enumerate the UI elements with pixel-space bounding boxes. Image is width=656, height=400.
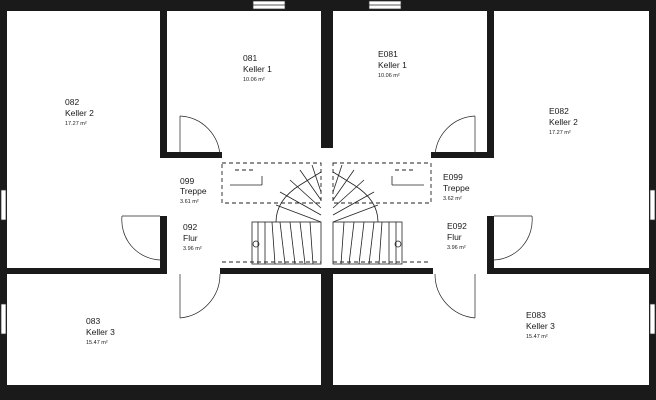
room-name: Keller 3 <box>526 321 555 331</box>
stair-outlines <box>221 162 432 263</box>
room-number: 082 <box>65 97 79 107</box>
room-area: 17.27 m² <box>65 121 87 127</box>
room-area: 10.06 m² <box>378 73 400 79</box>
room-number: E099 <box>443 172 463 182</box>
room-area: 15.47 m² <box>526 334 548 340</box>
room-083: 083 Keller 3 15.47 m² <box>86 316 115 346</box>
room-name: Keller 1 <box>378 60 407 70</box>
room-082: 082 Keller 2 17.27 m² <box>65 97 94 127</box>
stair-left <box>230 164 322 265</box>
room-number: E092 <box>447 221 467 231</box>
room-area: 17.27 m² <box>549 130 571 136</box>
room-area: 3.62 m² <box>443 196 462 202</box>
room-number: 083 <box>86 316 100 326</box>
interior-walls <box>7 0 649 400</box>
room-name: Keller 2 <box>65 108 94 118</box>
room-099: 099 Treppe 3.61 m² <box>180 176 207 205</box>
windows <box>0 0 656 335</box>
room-number: E082 <box>549 106 569 116</box>
room-number: 081 <box>243 53 257 63</box>
room-E099: E099 Treppe 3.62 m² <box>443 172 470 202</box>
room-area: 3.61 m² <box>180 199 199 205</box>
room-area: 3.96 m² <box>183 246 202 252</box>
room-E092: E092 Flur 3.96 m² <box>447 221 467 251</box>
room-name: Treppe <box>443 183 470 193</box>
room-area: 15.47 m² <box>86 340 108 346</box>
room-number: 092 <box>183 222 197 232</box>
room-name: Flur <box>183 233 198 243</box>
room-E082: E082 Keller 2 17.27 m² <box>549 106 578 136</box>
room-E081: E081 Keller 1 10.06 m² <box>378 49 407 79</box>
room-area: 10.06 m² <box>243 77 265 83</box>
room-number: 099 <box>180 176 194 186</box>
room-number: E081 <box>378 49 398 59</box>
room-081: 081 Keller 1 10.06 m² <box>243 53 272 83</box>
room-name: Keller 3 <box>86 327 115 337</box>
room-area: 3.96 m² <box>447 245 466 251</box>
room-name: Treppe <box>180 186 207 196</box>
room-number: E083 <box>526 310 546 320</box>
doors <box>121 115 533 319</box>
room-092: 092 Flur 3.96 m² <box>183 222 202 252</box>
room-E083: E083 Keller 3 15.47 m² <box>526 310 555 340</box>
stair-right <box>332 164 424 265</box>
room-name: Keller 2 <box>549 117 578 127</box>
room-name: Flur <box>447 232 462 242</box>
room-name: Keller 1 <box>243 64 272 74</box>
